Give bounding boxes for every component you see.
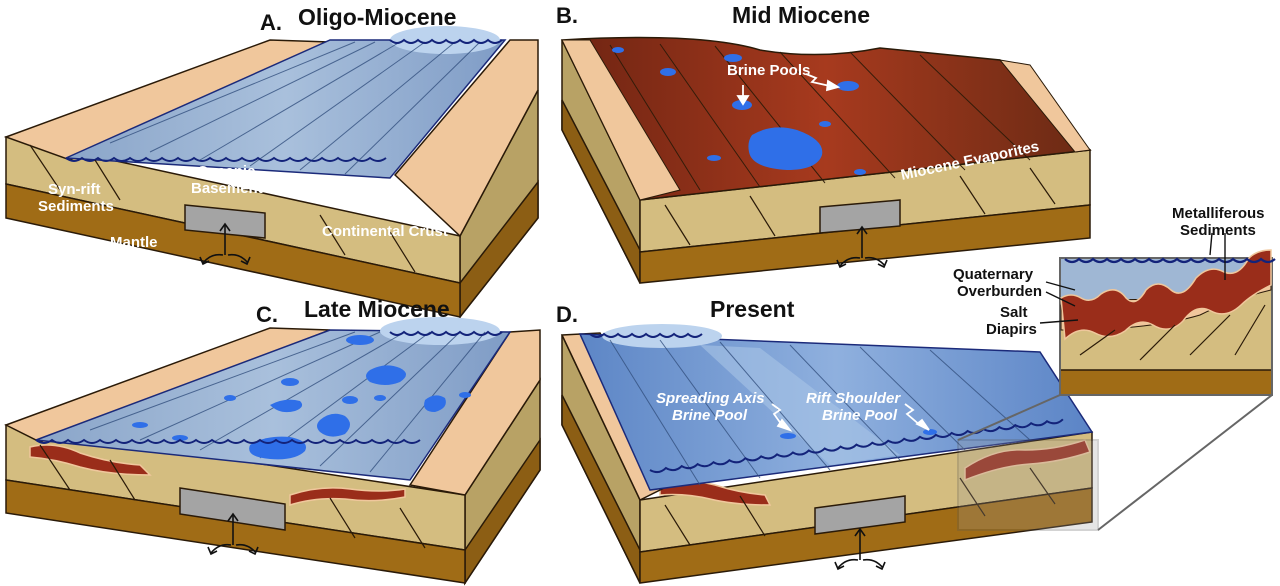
panel-d-front-mantle: [639, 487, 1093, 584]
panel-d-shoulder-label-2: Brine Pool: [822, 407, 898, 424]
panel-c-oceanic-basement: [179, 487, 286, 531]
panel-a-continental-label: Continental Crust: [322, 223, 448, 240]
panel-a-synrift-label-2: Sediments: [38, 198, 114, 215]
panel-b-evaporite-surface: [560, 36, 1092, 201]
panel-c-mantle-arrows: [207, 512, 259, 556]
panel-b-mantle-arrows: [836, 225, 888, 269]
panel-b: B. Mid Miocene Brine Pools Miocene Evapo…: [556, 2, 1092, 284]
panel-d-brine-pools: [780, 429, 937, 439]
panel-a-front-mantle: [5, 183, 461, 318]
panel-a: A. Oligo-Miocene Syn-rift Sediments Ocea…: [3, 4, 539, 320]
panel-b-front-mantle: [639, 204, 1091, 284]
panel-b-brine-label: Brine Pools: [727, 62, 810, 79]
panel-c-letter: C.: [256, 302, 278, 327]
inset-metalliferous-label-1: Metalliferous: [1172, 205, 1265, 222]
panel-a-title: Oligo-Miocene: [298, 4, 456, 30]
panel-d-zoom-box: [957, 439, 1099, 531]
panel-a-letter: A.: [260, 10, 282, 35]
panel-d-letter: D.: [556, 302, 578, 327]
panel-a-oceanic-label-2: Basement: [191, 180, 263, 197]
panel-c-front-mantle: [5, 479, 466, 584]
panel-c: C. Late Miocene: [4, 296, 541, 586]
inset-salt-label-1: Salt: [1000, 304, 1028, 321]
panel-a-mantle-arrows: [199, 222, 251, 266]
panel-d-title: Present: [710, 296, 795, 322]
panel-a-oceanic-basement: [184, 204, 266, 239]
panel-b-title: Mid Miocene: [732, 2, 870, 28]
panel-d-mantle-arrows: [834, 527, 886, 571]
zoom-lines: [957, 394, 1273, 531]
panel-a-synrift-label-1: Syn-rift: [48, 181, 101, 198]
panel-c-title: Late Miocene: [304, 296, 450, 322]
panel-a-sea-surface: [65, 156, 387, 162]
panel-d: D. Present Spreading Axis Brine Pool Rif…: [556, 296, 1099, 584]
inset-quaternary-label-2: Overburden: [957, 283, 1042, 300]
panel-b-oceanic-basement: [819, 199, 901, 234]
panel-d-axis-label-1: Spreading Axis: [656, 390, 765, 407]
inset-detail: Metalliferous Sediments Quaternary Overb…: [953, 205, 1276, 396]
panel-c-sea-surface: [35, 438, 421, 444]
panel-a-oceanic-label-1: Oceanic: [197, 163, 255, 180]
panel-b-letter: B.: [556, 3, 578, 28]
panel-d-shoulder-label-1: Rift Shoulder: [806, 390, 901, 407]
inset-salt-label-2: Diapirs: [986, 321, 1037, 338]
inset-quaternary-label-1: Quaternary: [953, 266, 1034, 283]
panel-d-oceanic-basement: [814, 495, 906, 535]
panel-d-sea-surface: [649, 418, 1064, 474]
panel-a-shoulder-right: [393, 39, 539, 238]
panel-b-brine-pools: [612, 47, 866, 175]
panel-a-mantle-label: Mantle: [110, 234, 158, 251]
inset-metalliferous-label-2: Sediments: [1180, 222, 1256, 239]
panel-d-axis-label-2: Brine Pool: [672, 407, 748, 424]
